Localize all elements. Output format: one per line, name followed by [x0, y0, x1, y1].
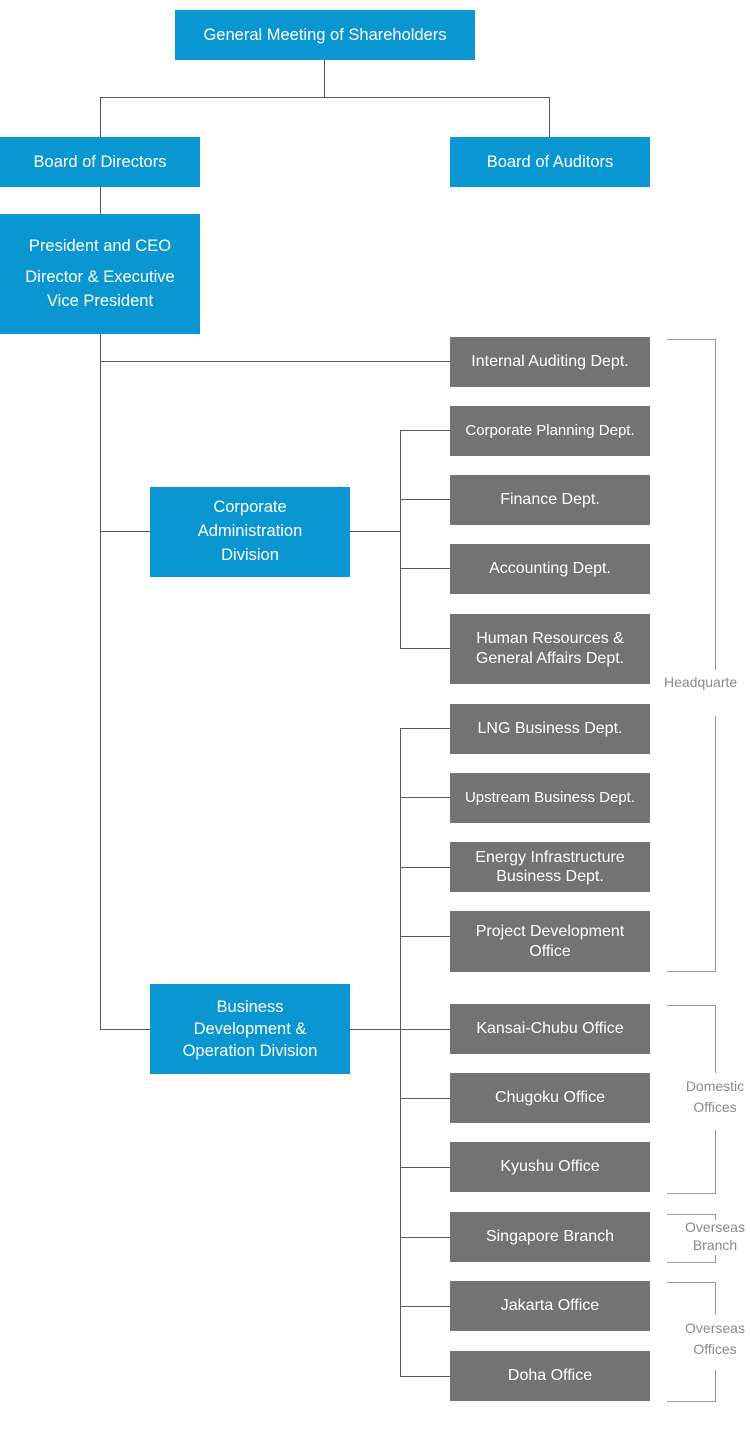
jakarta-office-node: Jakarta Office: [450, 1281, 650, 1331]
accounting-dept-label: Accounting Dept.: [489, 560, 611, 577]
overseas-branch-group-label: Overseas Branch: [676, 1219, 750, 1254]
overseas-branch-line-2: Branch: [692, 1236, 738, 1253]
board-of-auditors-label: Board of Auditors: [486, 152, 614, 171]
kansai-chubu-office-label: Kansai-Chubu Office: [476, 1020, 624, 1037]
hr-dept-line-1: Human Resources &: [476, 630, 624, 647]
executive-vp-title-1: Director & Executive: [25, 268, 175, 287]
headquarters-label: Headquarte: [664, 674, 738, 690]
accounting-dept-node: Accounting Dept.: [450, 544, 650, 594]
singapore-branch-node: Singapore Branch: [450, 1212, 650, 1262]
chugoku-office-label: Chugoku Office: [495, 1089, 605, 1106]
bizdev-line-2: Development &: [193, 1019, 307, 1038]
lng-business-dept-label: LNG Business Dept.: [477, 720, 623, 737]
energy-infrastructure-dept-node: Energy Infrastructure Business Dept.: [450, 842, 650, 892]
corporate-planning-dept-node: Corporate Planning Dept.: [450, 406, 650, 456]
domestic-offices-group-label: Domestic Offices: [676, 1076, 750, 1118]
human-resources-dept-node: Human Resources & General Affairs Dept.: [450, 614, 650, 684]
domestic-label-line-1: Domestic: [685, 1078, 745, 1094]
kansai-chubu-office-node: Kansai-Chubu Office: [450, 1004, 650, 1054]
board-of-directors-node: Board of Directors: [0, 137, 200, 187]
energy-dept-line-1: Energy Infrastructure: [475, 848, 625, 866]
upstream-business-dept-label: Upstream Business Dept.: [464, 788, 636, 806]
singapore-branch-label: Singapore Branch: [485, 1228, 615, 1245]
internal-auditing-dept-label: Internal Auditing Dept.: [471, 353, 629, 370]
corp-admin-line-2: Administration: [197, 522, 303, 541]
chugoku-office-node: Chugoku Office: [450, 1073, 650, 1123]
bizdev-line-3: Operation Division: [182, 1042, 318, 1061]
project-office-line-2: Office: [529, 942, 571, 960]
bizdev-line-1: Business: [216, 997, 284, 1016]
shareholders-node: General Meeting of Shareholders: [175, 10, 475, 60]
shareholders-label: General Meeting of Shareholders: [203, 25, 447, 44]
business-development-division-node: Business Development & Operation Divisio…: [150, 984, 350, 1074]
doha-office-label: Doha Office: [507, 1367, 593, 1384]
jakarta-office-label: Jakarta Office: [500, 1297, 600, 1314]
project-office-line-1: Project Development: [475, 922, 625, 940]
corp-admin-line-1: Corporate: [213, 498, 287, 517]
doha-office-node: Doha Office: [450, 1351, 650, 1401]
kyushu-office-node: Kyushu Office: [450, 1142, 650, 1192]
corporate-administration-division-node: Corporate Administration Division: [150, 487, 350, 577]
hr-dept-line-2: General Affairs Dept.: [475, 650, 625, 667]
energy-dept-line-2: Business Dept.: [496, 868, 604, 885]
lng-business-dept-node: LNG Business Dept.: [450, 704, 650, 754]
upstream-business-dept-node: Upstream Business Dept.: [450, 773, 650, 823]
executive-vp-title-2: Vice President: [46, 291, 154, 310]
overseas-offices-group-label: Overseas Offices: [676, 1318, 750, 1360]
corporate-planning-dept-label: Corporate Planning Dept.: [465, 421, 635, 439]
president-title: President and CEO: [28, 237, 172, 256]
finance-dept-label: Finance Dept.: [500, 491, 600, 508]
kyushu-office-label: Kyushu Office: [500, 1158, 600, 1175]
headquarters-group-label: Headquarte: [664, 672, 750, 693]
internal-auditing-dept-node: Internal Auditing Dept.: [450, 337, 650, 387]
board-of-directors-label: Board of Directors: [33, 152, 167, 171]
overseas-offices-line-1: Overseas: [685, 1320, 745, 1336]
president-node: President and CEO Director & Executive V…: [0, 214, 200, 334]
project-development-office-node: Project Development Office: [450, 911, 650, 972]
overseas-branch-line-1: Overseas: [685, 1219, 745, 1235]
board-of-auditors-node: Board of Auditors: [450, 137, 650, 187]
corp-admin-line-3: Division: [221, 545, 279, 564]
finance-dept-node: Finance Dept.: [450, 475, 650, 525]
overseas-offices-line-2: Offices: [693, 1341, 737, 1357]
domestic-label-line-2: Offices: [693, 1099, 737, 1115]
